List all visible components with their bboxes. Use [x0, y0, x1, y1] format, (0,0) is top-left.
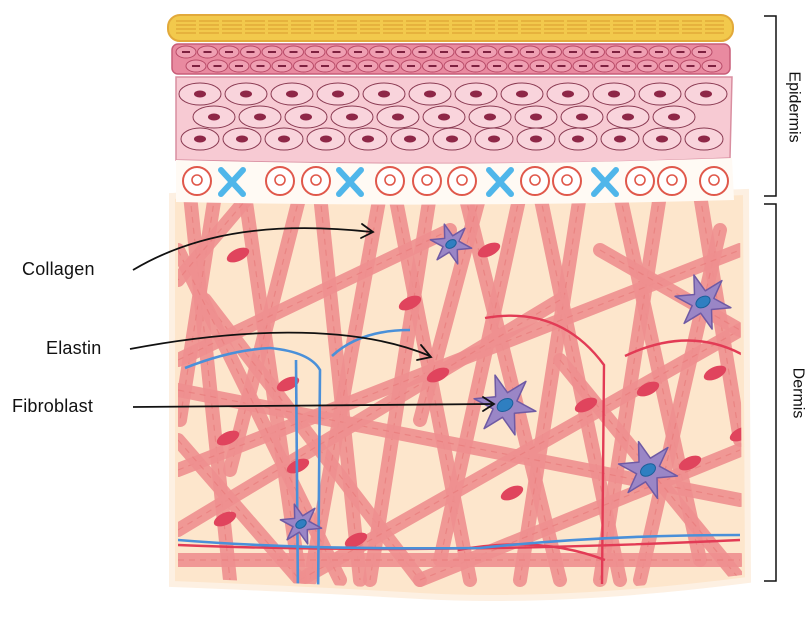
epidermis-label: Epidermis [785, 71, 803, 142]
basal-cell [658, 167, 686, 195]
basal-cell [700, 167, 728, 195]
stratum-corneum [168, 15, 733, 41]
elastin-label: Elastin [46, 338, 101, 359]
basal-cell [626, 167, 654, 195]
basal-cell [302, 167, 330, 195]
collagen-label: Collagen [22, 259, 95, 280]
basal-cell [266, 167, 294, 195]
dermis-label: Dermis [788, 368, 806, 419]
layer-brackets [764, 16, 776, 581]
basal-cell [413, 167, 441, 195]
basal-cell [376, 167, 404, 195]
basal-cell [448, 167, 476, 195]
basal-cell [553, 167, 581, 195]
fibroblast-label: Fibroblast [12, 396, 93, 417]
basal-cell [183, 167, 211, 195]
basal-cell [521, 167, 549, 195]
